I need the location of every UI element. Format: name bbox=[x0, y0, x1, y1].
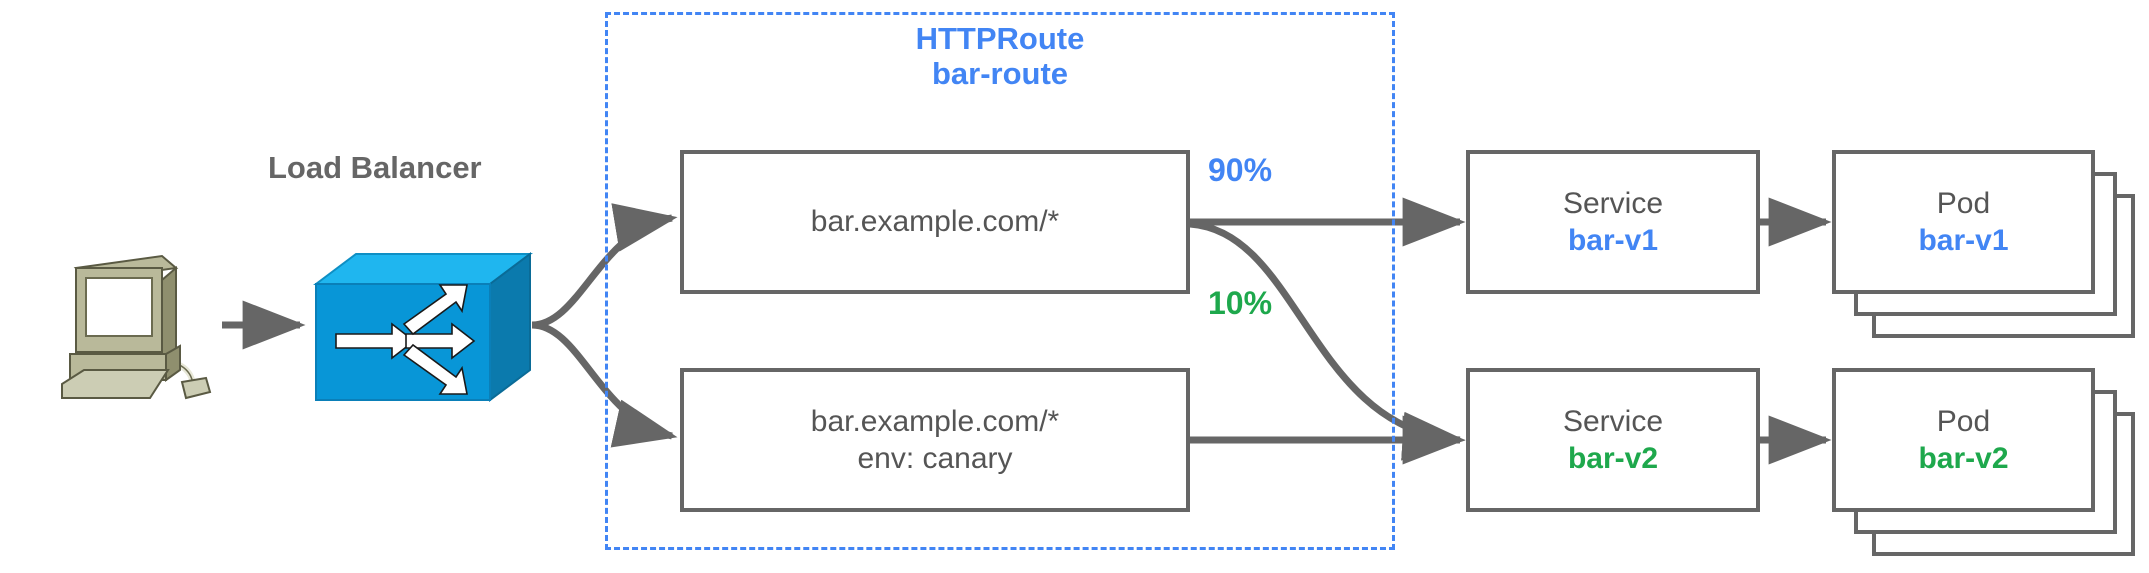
route-canary-line-2: env: canary bbox=[857, 442, 1013, 475]
pod-bar-v2-name: bar-v2 bbox=[1918, 442, 2009, 475]
service-bar-v1-kind: Service bbox=[1562, 186, 1664, 220]
route-canary-line-1: bar.example.com/* bbox=[810, 404, 1060, 438]
route-match-box-primary[interactable]: bar.example.com/* bbox=[680, 150, 1190, 294]
service-box-bar-v2[interactable]: Service bar-v2 bbox=[1466, 368, 1760, 512]
pod-bar-v1-kind: Pod bbox=[1936, 186, 1991, 220]
pod-bar-v2-kind: Pod bbox=[1936, 404, 1991, 438]
route-match-box-canary[interactable]: bar.example.com/* env: canary bbox=[680, 368, 1190, 512]
weight-label-10: 10% bbox=[1208, 285, 1273, 321]
httproute-group-label: HTTPRoute bar-route bbox=[605, 21, 1395, 91]
service-bar-v1-name: bar-v1 bbox=[1567, 224, 1659, 257]
workstation-icon bbox=[40, 250, 220, 410]
load-balancer-label: Load Balancer bbox=[268, 150, 482, 185]
httproute-kind-label: HTTPRoute bbox=[915, 21, 1085, 56]
weight-label-90: 90% bbox=[1208, 152, 1273, 188]
pod-box-bar-v2[interactable]: Pod bar-v2 bbox=[1832, 368, 2095, 512]
service-box-bar-v1[interactable]: Service bar-v1 bbox=[1466, 150, 1760, 294]
route-primary-line-1: bar.example.com/* bbox=[810, 205, 1060, 239]
service-bar-v2-kind: Service bbox=[1562, 404, 1664, 438]
load-balancer-switch-icon bbox=[300, 248, 536, 406]
service-bar-v2-name: bar-v2 bbox=[1567, 442, 1659, 475]
httproute-name-label: bar-route bbox=[931, 55, 1069, 91]
httproute-group-boundary bbox=[605, 12, 1395, 550]
pod-box-bar-v1[interactable]: Pod bar-v1 bbox=[1832, 150, 2095, 294]
pod-bar-v1-name: bar-v1 bbox=[1918, 224, 2009, 257]
